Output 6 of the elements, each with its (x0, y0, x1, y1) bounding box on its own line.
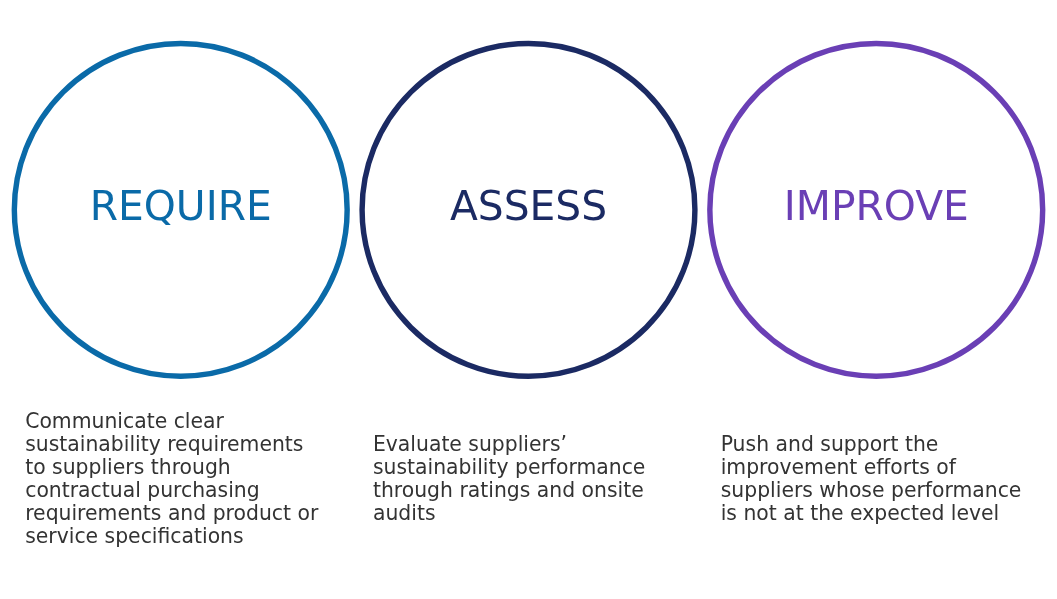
node-label: Push and support the improvement efforts of suppliers whose performance is not at the expected level (720, 431, 1022, 526)
node-circle: IMPROVE (707, 40, 1046, 379)
node-circle: ASSESS (359, 40, 698, 379)
node-label: Evaluate suppliers’ sustainability performance through ratings and onsite audits (372, 431, 646, 526)
node-label: Communicate clear sustainability requirements to suppliers through contractual purchasing requirements and product or service specifications (25, 408, 319, 549)
node-circle: REQUIRE (11, 40, 350, 379)
